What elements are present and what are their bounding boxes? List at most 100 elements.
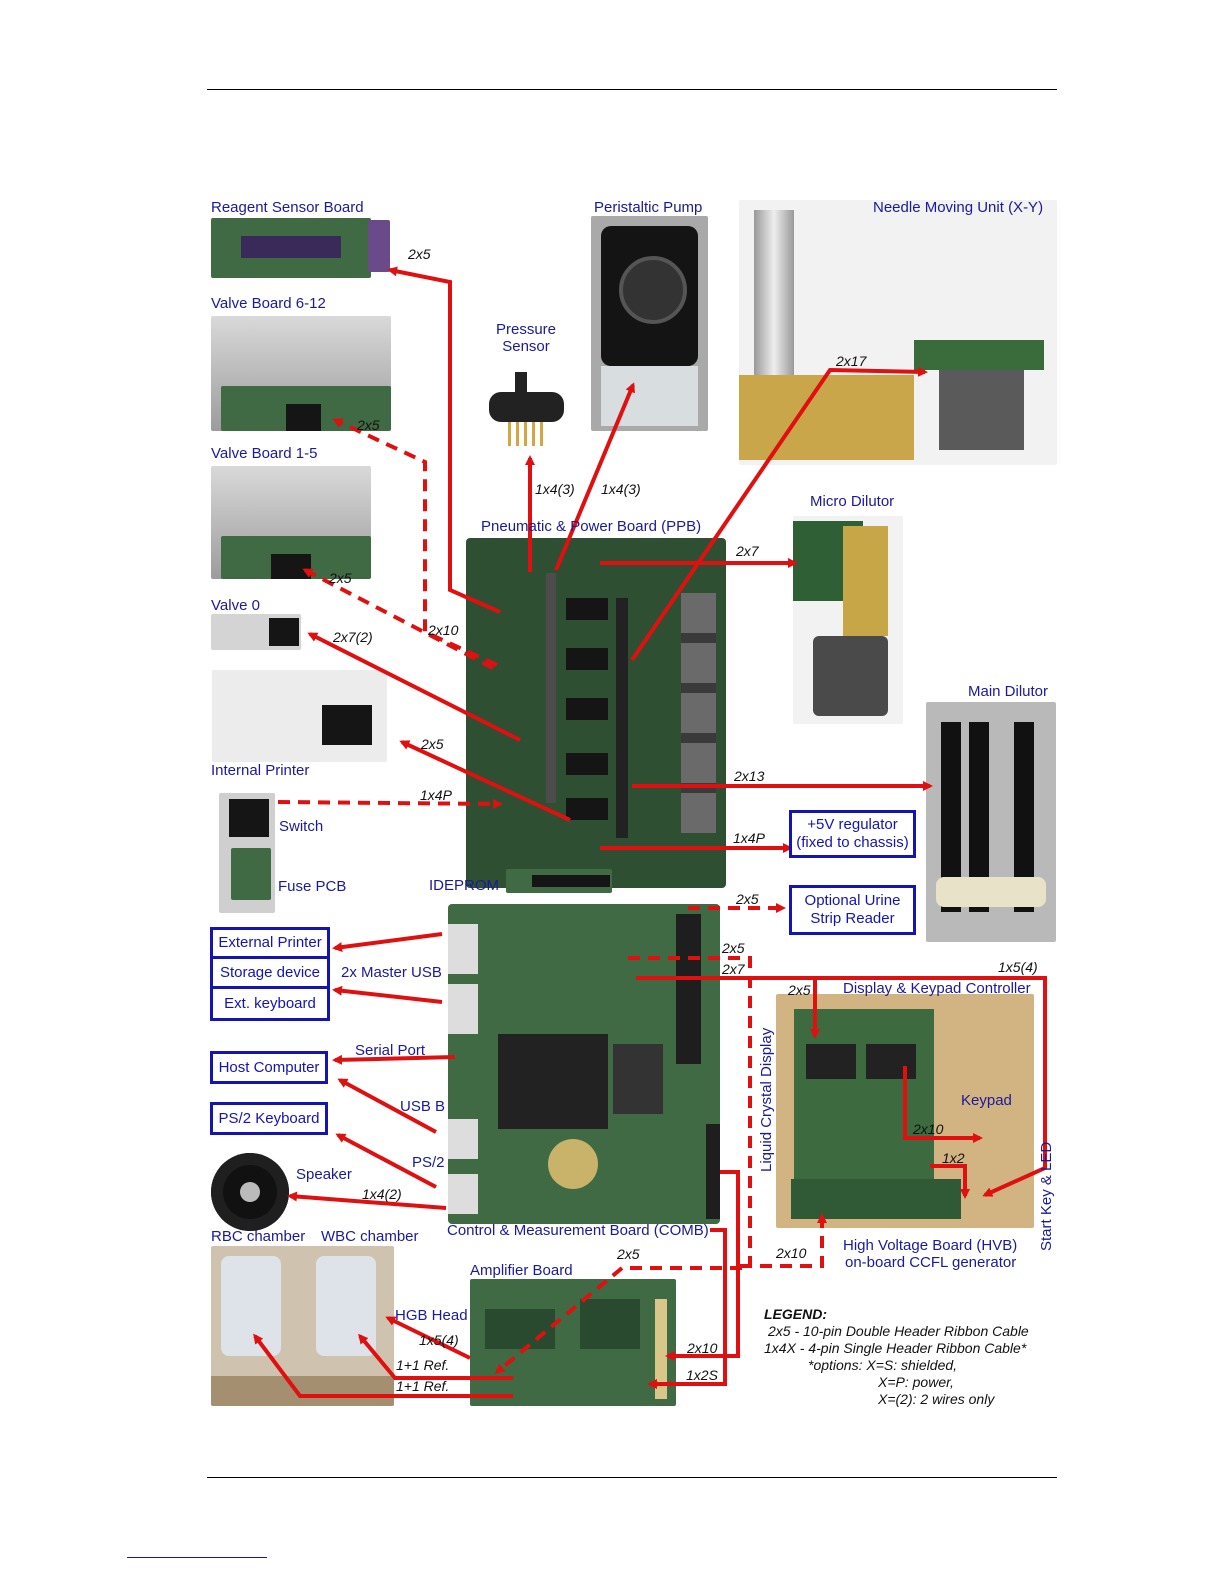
cable-valve-6-12 <box>332 418 498 667</box>
cable-label-printer: 2x5 <box>421 736 444 752</box>
valve-board-6-12-label: Valve Board 6-12 <box>211 295 326 312</box>
needle-moving-unit-image <box>739 200 1057 465</box>
footer-rule <box>207 1477 1057 1478</box>
ideprom-image <box>506 869 612 893</box>
cable-label-valve-6-12: 2x5 <box>357 417 380 433</box>
hvb-label-line2: on-board CCFL generator <box>845 1254 1017 1271</box>
cable-switch <box>277 798 503 809</box>
switch-fuse-image <box>219 793 275 913</box>
cable-usb-b <box>337 1078 437 1134</box>
regulator-box: +5V regulator (fixed to chassis) <box>789 810 916 858</box>
main-dilutor-image <box>926 702 1056 942</box>
external-printer-box: External Printer <box>210 927 330 959</box>
cable-pump <box>554 382 635 571</box>
cable-valve-1-5 <box>302 568 494 670</box>
lcd-label: Liquid Crystal Display <box>758 1027 775 1172</box>
reagent-sensor-board-label: Reagent Sensor Board <box>211 199 364 216</box>
cable-label-amp-2x10: 2x10 <box>687 1340 718 1356</box>
cable-ref2 <box>253 1333 513 1398</box>
cable-label-hvb: 2x10 <box>776 1245 807 1261</box>
display-keypad-controller-label: Display & Keypad Controller <box>843 980 1031 997</box>
rbc-chamber-label: RBC chamber <box>211 1228 306 1245</box>
cable-amp-1x2s <box>647 1228 727 1389</box>
cable-hgb <box>385 1316 471 1360</box>
chambers-image <box>211 1246 394 1406</box>
pressure-sensor-port <box>515 372 527 394</box>
master-usb-label: 2x Master USB <box>341 964 442 981</box>
pressure-sensor-pins <box>508 422 546 446</box>
legend-line-2: 1x4X - 4-pin Single Header Ribbon Cable* <box>764 1340 1027 1356</box>
cable-speaker <box>287 1191 447 1210</box>
fuse-pcb-label: Fuse PCB <box>278 878 347 895</box>
cable-label-pressure: 1x4(3) <box>535 481 575 497</box>
usb-b-label: USB B <box>400 1098 446 1115</box>
cable-valve-0 <box>307 632 521 742</box>
legend-line-1: 2x5 - 10-pin Double Header Ribbon Cable <box>768 1323 1029 1339</box>
cable-label-keypad: 2x10 <box>913 1121 944 1137</box>
cable-label-hgb: 1x5(4) <box>419 1332 459 1348</box>
legend-line-4: X=P: power, <box>878 1374 954 1390</box>
switch-label: Switch <box>279 818 324 835</box>
urine-reader-box: Optional Urine Strip Reader <box>789 885 916 935</box>
cable-label-needle: 2x17 <box>836 353 867 369</box>
valve-board-1-5-label: Valve Board 1-5 <box>211 445 318 462</box>
pressure-sensor-image <box>489 392 564 422</box>
ideprom-label: IDEPROM <box>429 877 500 894</box>
ppb-board-image <box>466 538 726 888</box>
cable-label-start-key: 1x5(4) <box>998 959 1038 975</box>
valve-board-1-5-image <box>211 466 371 579</box>
cable-label-ref1: 1+1 Ref. <box>396 1357 450 1373</box>
start-key-led-label: Start Key & LED <box>1038 1141 1055 1251</box>
amplifier-board-image <box>470 1279 676 1406</box>
cable-label-main-dilutor: 2x13 <box>734 768 765 784</box>
cable-label-dkc-2x5: 2x5 <box>788 982 811 998</box>
hgb-head-label: HGB Head <box>395 1307 468 1324</box>
pressure-sensor-label: Pressure Sensor <box>495 321 557 355</box>
cable-label-switch: 1x4P <box>420 787 452 803</box>
cable-label-amp-2x5: 2x5 <box>617 1246 640 1262</box>
cable-ps2 <box>335 1133 437 1189</box>
cable-ext-keyboard <box>332 985 443 1004</box>
ppb-label: Pneumatic & Power Board (PPB) <box>481 518 702 535</box>
cable-ext-printer <box>332 932 443 953</box>
legend: LEGEND: 2x5 - 10-pin Double Header Ribbo… <box>764 1306 1029 1408</box>
ext-keyboard-box: Ext. keyboard <box>210 986 330 1021</box>
reagent-sensor-board-image <box>211 218 371 278</box>
cable-label-reagent: 2x5 <box>408 246 431 262</box>
cable-label-ppb-2x10: 2x10 <box>428 622 459 638</box>
footnote-rule <box>127 1557 267 1558</box>
cable-label-comb-2x5: 2x5 <box>722 940 745 956</box>
cable-label-amp-1x2s: 1x2S <box>686 1367 718 1383</box>
header-rule <box>207 89 1057 90</box>
comb-label: Control & Measurement Board (COMB) <box>447 1222 709 1239</box>
cable-amp-2x10 <box>665 1170 740 1361</box>
legend-title: LEGEND: <box>764 1306 827 1322</box>
amplifier-board-label: Amplifier Board <box>470 1262 573 1279</box>
wbc-chamber-label: WBC chamber <box>321 1228 419 1245</box>
reagent-sensor-clip-image <box>368 220 390 272</box>
legend-line-3: *options: X=S: shielded, <box>808 1357 958 1373</box>
valve-0-image <box>211 614 301 650</box>
cable-label-speaker: 1x4(2) <box>362 1186 402 1202</box>
micro-dilutor-label: Micro Dilutor <box>810 493 895 510</box>
valve-0-label: Valve 0 <box>211 597 260 614</box>
cable-label-valve-1-5: 2x5 <box>329 570 352 586</box>
cable-label-ref2: 1+1 Ref. <box>396 1378 450 1394</box>
keypad-label: Keypad <box>961 1092 1012 1109</box>
storage-device-box: Storage device <box>210 956 330 989</box>
valve-board-6-12-image <box>211 316 391 431</box>
cable-ref1 <box>358 1333 513 1380</box>
cable-printer <box>399 740 571 822</box>
cable-hvb <box>740 1213 827 1268</box>
ps2-keyboard-box: PS/2 Keyboard <box>210 1102 328 1135</box>
cable-label-regulator: 1x4P <box>733 830 765 846</box>
cable-comb-2x5 <box>494 956 752 1374</box>
cable-label-micro-dilutor: 2x7 <box>736 543 759 559</box>
needle-moving-unit-label: Needle Moving Unit (X-Y) <box>873 199 1044 216</box>
speaker-label: Speaker <box>296 1166 352 1183</box>
main-dilutor-label: Main Dilutor <box>968 683 1049 700</box>
cable-needle <box>630 366 928 662</box>
cable-reagent <box>387 266 501 614</box>
cable-label-urine: 2x5 <box>736 891 759 907</box>
